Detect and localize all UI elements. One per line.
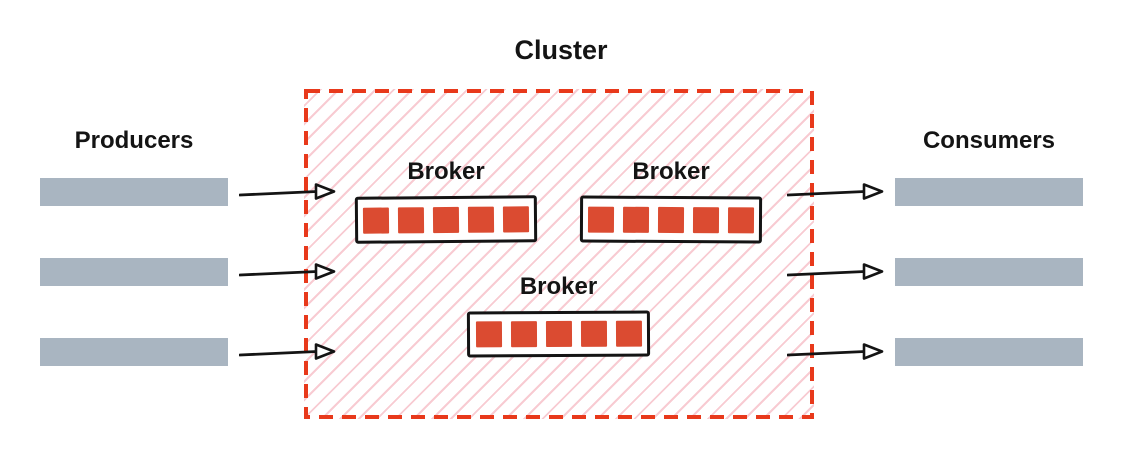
producer-arrows-group [239,178,337,366]
partition-square [692,206,720,233]
flow-arrow-icon [787,183,884,200]
broker-box [579,195,763,244]
partition-square [657,206,685,233]
broker-box [354,195,538,244]
partition-square [545,320,572,348]
partition-square [362,206,390,234]
broker-label: Broker [632,158,710,185]
producers-label: Producers [74,127,194,154]
partition-square [397,206,425,233]
consumer-bar [895,178,1083,206]
partition-square [615,320,642,347]
producer-bar [40,338,228,366]
flow-arrow-icon [239,343,336,360]
partition-square [432,206,460,233]
cluster-dashed-border-icon [304,89,814,419]
cluster-boundary [304,89,814,419]
flow-arrow-icon [239,183,336,200]
flow-arrow-icon [787,263,884,280]
consumer-bar [895,258,1083,286]
broker-label: Broker [407,158,485,185]
partition-square [467,206,495,233]
consumers-label: Consumers [922,127,1056,154]
partition-square [510,321,537,348]
broker-label: Broker [519,273,598,300]
consumer-bar [895,338,1083,366]
partition-square [587,206,615,233]
producers-group [40,178,228,366]
partition-square [622,206,650,233]
partition-square [475,321,502,348]
producer-bar [40,258,228,286]
cluster-label: Cluster [514,35,608,65]
partition-square [502,205,530,233]
partition-square [727,206,755,233]
broker-box [466,310,651,358]
flow-arrow-icon [787,343,884,360]
consumers-group [895,178,1083,366]
producer-bar [40,178,228,206]
consumer-arrows-group [787,178,885,366]
flow-arrow-icon [239,263,336,280]
partition-square [580,320,607,347]
